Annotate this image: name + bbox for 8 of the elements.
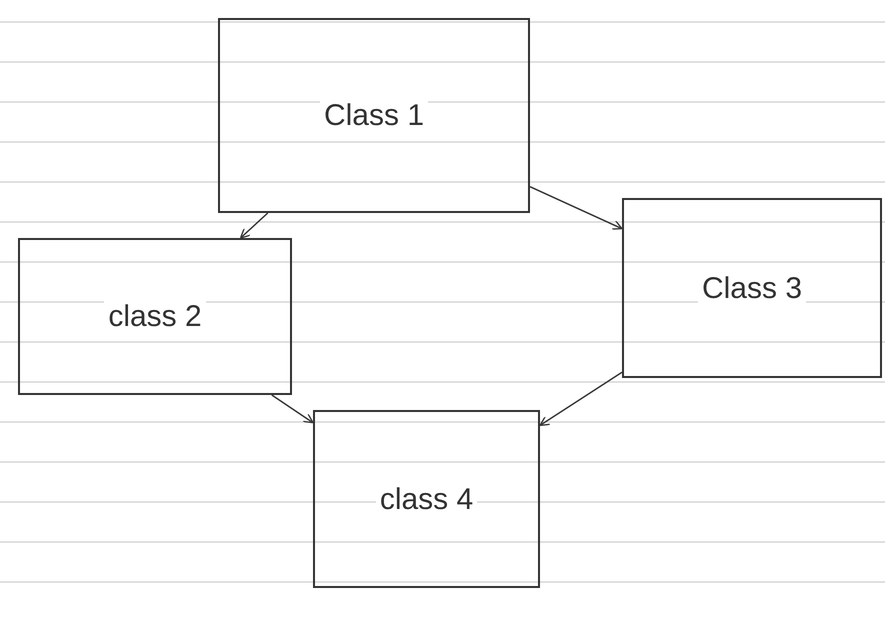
arrow (530, 186, 623, 230)
class-box (18, 238, 292, 395)
arrow (271, 394, 314, 424)
class-box (218, 18, 530, 213)
arrow (240, 212, 268, 239)
class-box (622, 198, 882, 378)
arrow (539, 372, 622, 426)
class-box (313, 410, 540, 588)
